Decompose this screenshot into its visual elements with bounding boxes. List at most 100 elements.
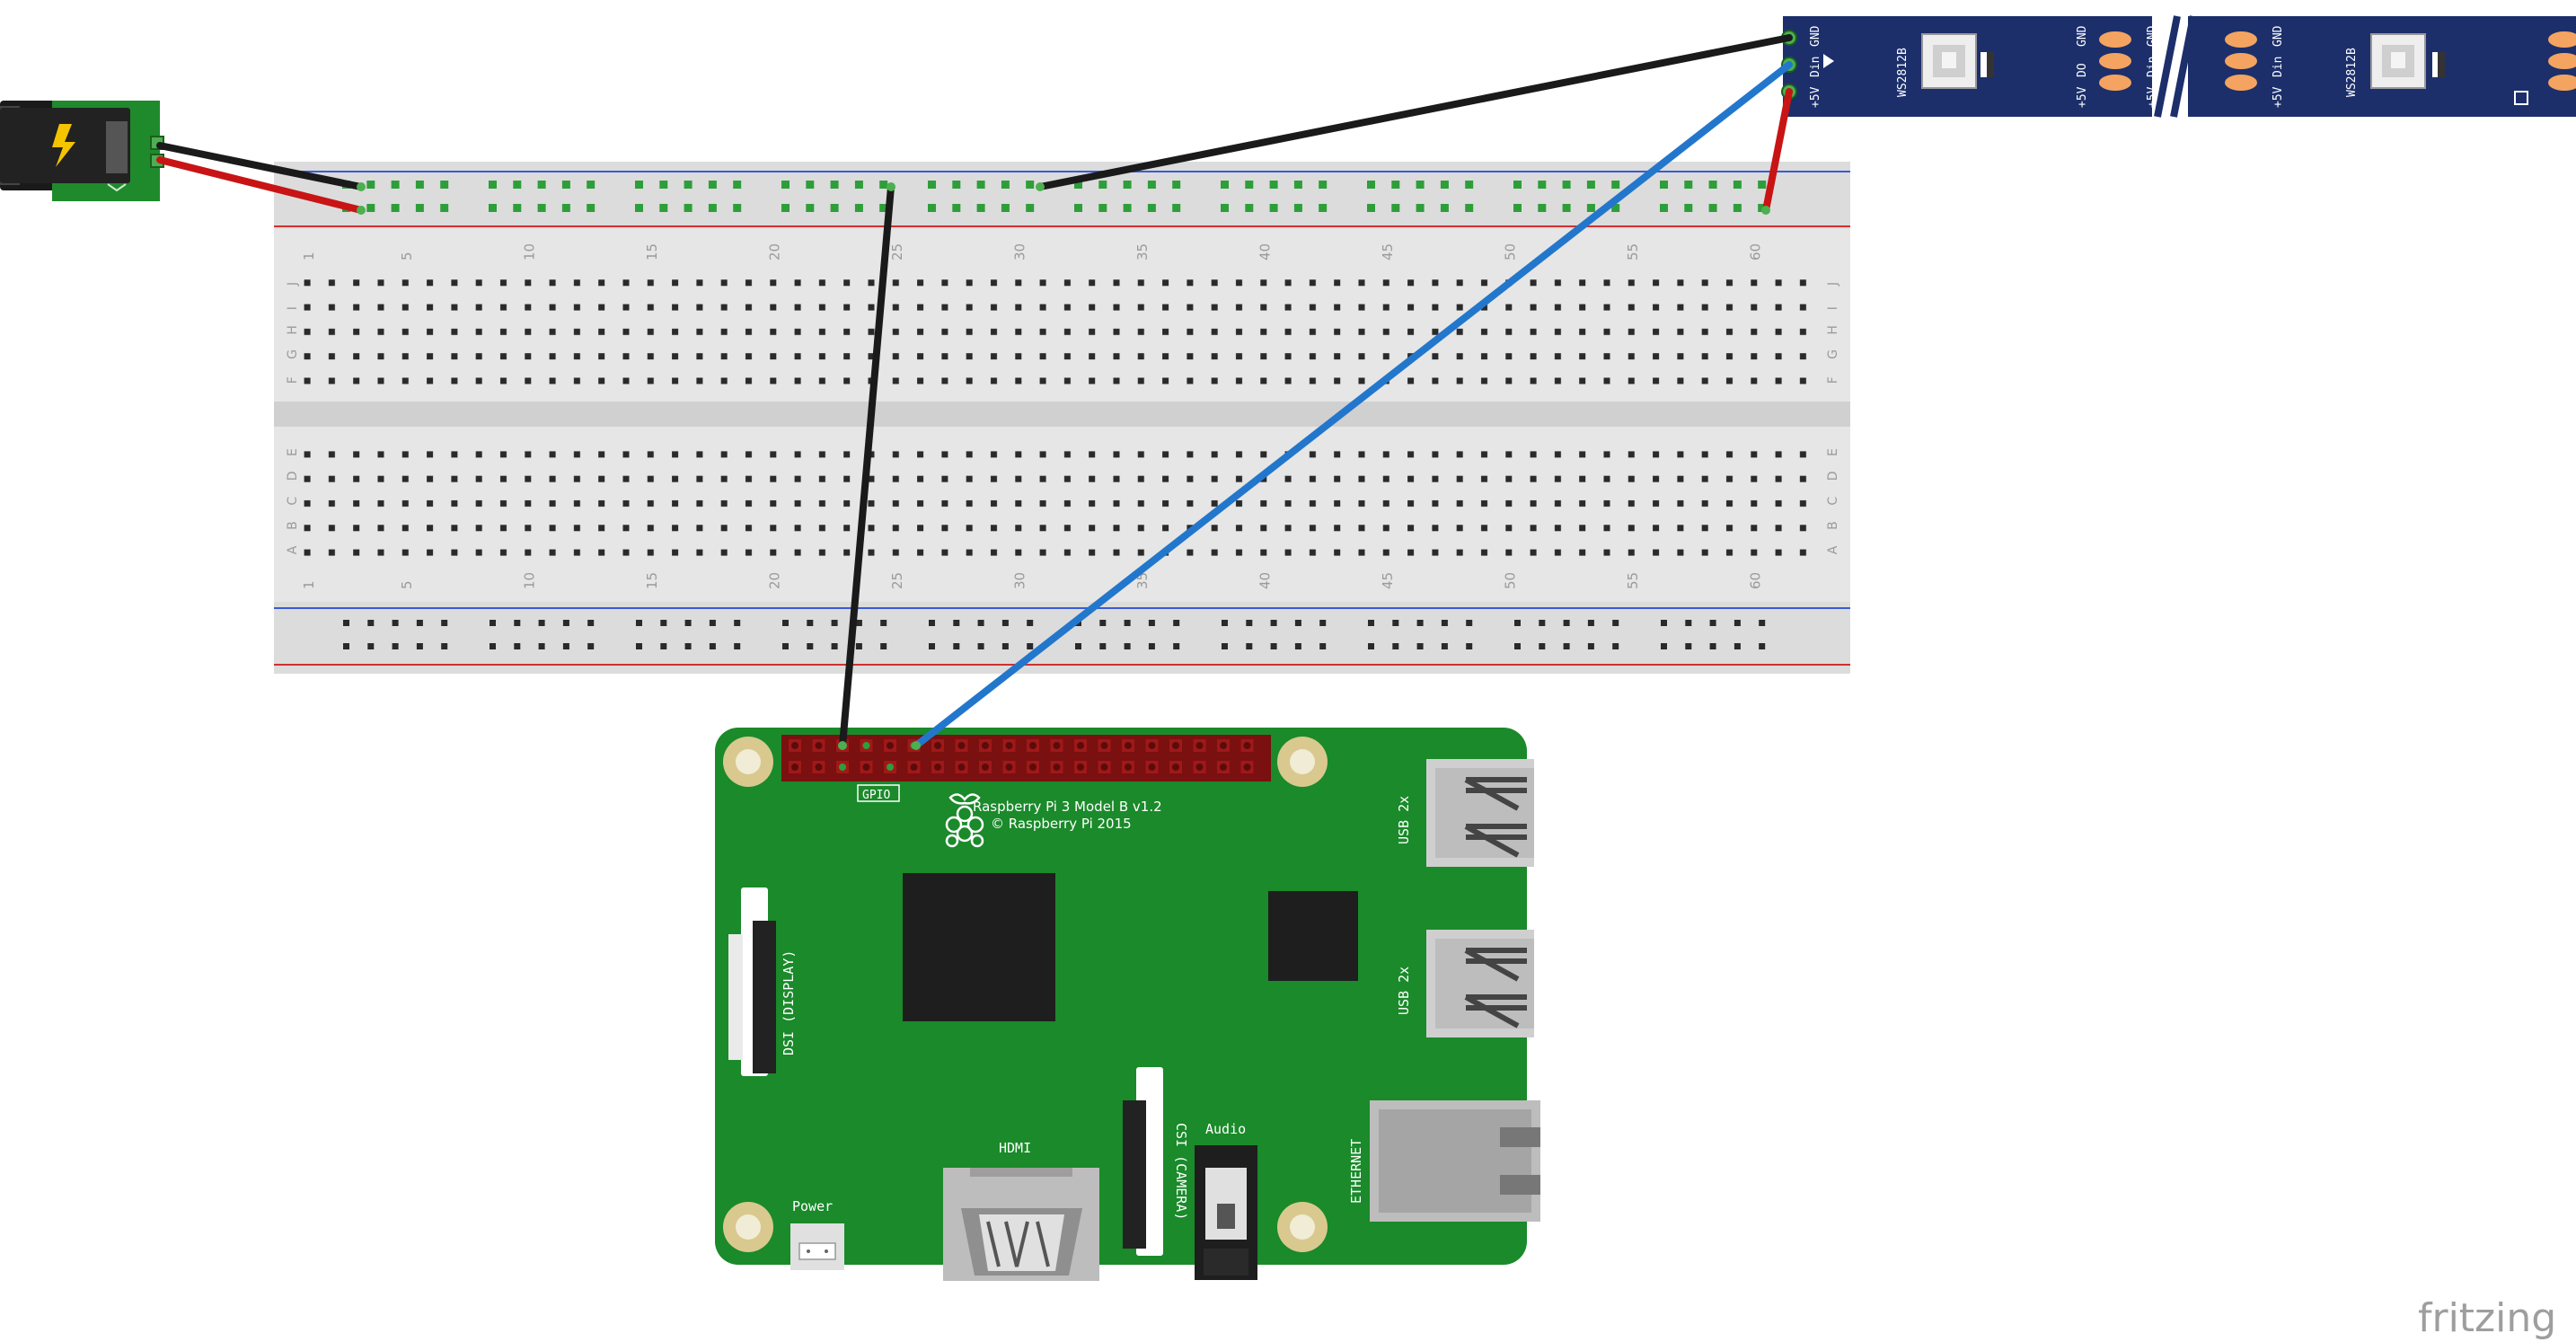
gpio-pin-center — [1077, 742, 1084, 749]
rail-connected-hole — [806, 181, 815, 189]
power-port: Power — [790, 1198, 844, 1270]
rail-connected-hole — [1391, 181, 1400, 189]
row-letter: C — [1826, 497, 1840, 506]
column-number-bottom: 60 — [1748, 572, 1764, 589]
rail-connected-hole — [1708, 204, 1717, 212]
rail-connected-hole — [879, 204, 888, 212]
rail-connected-hole — [1319, 204, 1328, 212]
rail-hole — [416, 643, 423, 649]
column-number-bottom: 40 — [1257, 572, 1274, 589]
rail-hole — [1612, 620, 1619, 626]
rail-hole — [880, 620, 887, 626]
gpio-pin-center — [1005, 742, 1013, 749]
rail-hole — [880, 643, 887, 649]
rail-connected-hole — [366, 204, 375, 212]
rail-hole — [562, 620, 569, 626]
rail-connected-hole — [561, 204, 570, 212]
rail-connected-hole — [952, 204, 961, 212]
pad-label-seg2-gnd: GND — [2272, 25, 2285, 47]
column-number-bottom: 45 — [1380, 572, 1396, 589]
rail-hole — [1246, 620, 1253, 626]
row-letter: B — [286, 521, 300, 530]
gpio-pin-center — [957, 742, 966, 749]
rail-hole — [1148, 643, 1155, 649]
csi-label: CSI (CAMERA) — [1173, 1123, 1189, 1220]
rail-connected-hole — [1245, 181, 1254, 189]
row-letter: E — [286, 448, 300, 456]
gpio-pin-center — [1243, 742, 1251, 749]
rail-connected-hole — [830, 181, 839, 189]
rail-connected-hole — [635, 181, 643, 189]
rail-hole — [1246, 643, 1253, 649]
column-number-top: 40 — [1257, 243, 1274, 260]
gpio-pin-center — [887, 764, 894, 771]
rail-connected-hole — [635, 204, 643, 212]
rail-hole — [1587, 620, 1594, 626]
rail-connected-hole — [733, 204, 742, 212]
rail-hole — [1173, 643, 1180, 649]
row-letter: A — [286, 545, 300, 554]
rail-hole — [1759, 643, 1766, 649]
rail-connected-hole — [1147, 204, 1156, 212]
rail-hole — [538, 643, 545, 649]
rail-hole — [1661, 620, 1667, 626]
rail-connected-hole — [928, 181, 936, 189]
csi-connector: CSI (CAMERA) — [1123, 1067, 1189, 1256]
row-letter: I — [286, 306, 300, 310]
rail-connected-hole — [952, 181, 961, 189]
rail-connected-hole — [659, 204, 668, 212]
bottom-power-rail — [274, 602, 1850, 674]
usb-port-1: USB 2x — [1396, 759, 1534, 867]
rail-hole — [587, 643, 595, 649]
rail-connected-hole — [1538, 204, 1547, 212]
column-number-top: 5 — [399, 252, 415, 260]
rail-hole — [953, 643, 960, 649]
rail-hole — [1416, 643, 1424, 649]
gpio-pin-center — [1172, 742, 1179, 749]
rail-connected-hole — [659, 181, 668, 189]
rail-hole — [1392, 643, 1399, 649]
rail-hole — [367, 643, 375, 649]
fritzing-watermark: fritzing — [2418, 1295, 2556, 1341]
rail-hole — [367, 620, 375, 626]
rail-connected-hole — [1123, 181, 1132, 189]
rail-hole — [1027, 620, 1034, 626]
strip-cut-mark-icon — [2152, 15, 2197, 118]
rail-connected-hole — [928, 204, 936, 212]
rail-connected-hole — [708, 181, 717, 189]
rail-connected-hole — [976, 204, 985, 212]
terminal-holes-bottom — [301, 438, 1819, 561]
gpio-pin-center — [1005, 764, 1013, 771]
rail-hole — [1563, 620, 1570, 626]
rail-connected-hole — [1538, 181, 1547, 189]
usb-label-1: USB 2x — [1396, 796, 1412, 844]
column-number-top: 35 — [1134, 243, 1151, 260]
rail-connected-hole — [879, 181, 888, 189]
rail-hole — [1124, 620, 1131, 626]
rail-connected-hole — [1098, 181, 1107, 189]
pad-label-seg2-5v: +5V — [2272, 86, 2285, 108]
column-number-top: 10 — [522, 243, 538, 260]
gpio-pin-center — [934, 742, 941, 749]
row-letter: F — [1826, 376, 1840, 384]
rail-hole — [1148, 620, 1155, 626]
led-segment-2: +5V Din GND WS2812B — [2225, 25, 2576, 108]
rail-connected-hole — [1440, 181, 1449, 189]
rail-connected-hole — [391, 181, 400, 189]
rail-hole — [929, 620, 935, 626]
rail-hole — [1222, 620, 1228, 626]
rail-connected-hole — [1733, 181, 1742, 189]
rail-connected-hole — [1513, 204, 1522, 212]
rail-hole — [1294, 643, 1301, 649]
dsi-label: DSI (DISPLAY) — [781, 950, 797, 1055]
rail-hole — [709, 643, 716, 649]
rail-hole — [684, 620, 692, 626]
rail-hole — [392, 620, 399, 626]
column-number-top: 1 — [301, 252, 317, 260]
rail-connected-hole — [1221, 204, 1229, 212]
row-letter: D — [1826, 472, 1840, 481]
rail-connected-hole — [781, 181, 790, 189]
rail-connected-hole — [1367, 204, 1375, 212]
column-number-top: 45 — [1380, 243, 1396, 260]
